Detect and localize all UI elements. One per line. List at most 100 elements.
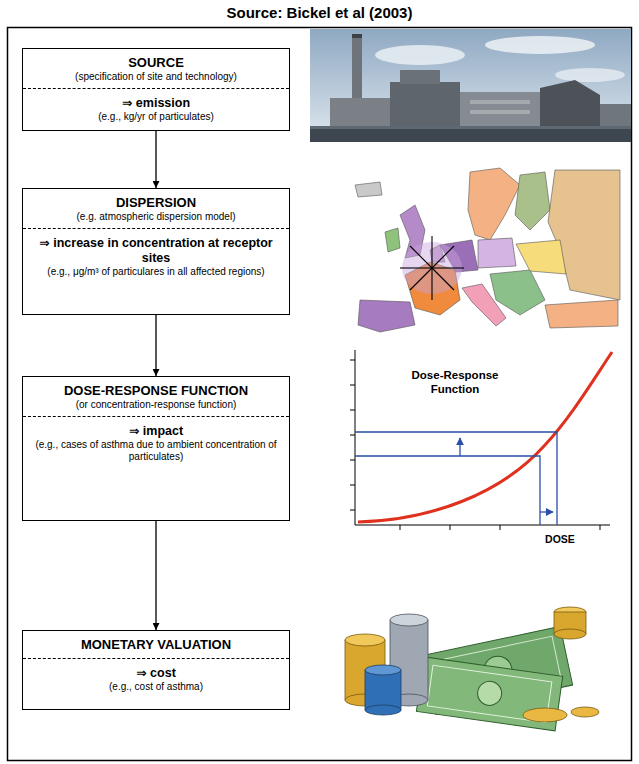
box-lower-part: ⇒ impact(e.g., cases of asthma due to am… bbox=[23, 416, 289, 520]
power-plant-photo-part bbox=[310, 29, 631, 142]
dose-response-chart-part bbox=[355, 525, 610, 526]
europe-map-part bbox=[432, 246, 454, 268]
dose-response-chart-part bbox=[350, 485, 355, 486]
europe-map-part bbox=[410, 268, 432, 290]
europe-map-part bbox=[515, 172, 550, 230]
process-box: SOURCE(specification of site and technol… bbox=[22, 48, 290, 131]
box-example: (e.g., cost of asthma) bbox=[31, 681, 281, 693]
title: Source: Bickel et al (2003) bbox=[0, 4, 639, 22]
dose-response-chart-part bbox=[350, 435, 355, 436]
europe-map-part bbox=[431, 236, 432, 268]
dose-response-chart-part bbox=[500, 525, 501, 530]
europe-map-part bbox=[400, 236, 464, 300]
power-plant-photo-part bbox=[470, 110, 530, 114]
box-example: (e.g., kg/yr of particulates) bbox=[31, 111, 281, 123]
money-picture-part bbox=[476, 680, 503, 707]
box-subtitle: (or concentration-response function) bbox=[31, 399, 281, 411]
dose-response-chart-part bbox=[540, 511, 553, 512]
box-example: (e.g., μg/m³ of particulares in all affe… bbox=[31, 266, 281, 278]
power-plant-photo-part bbox=[540, 80, 600, 128]
power-plant-photo-part bbox=[460, 92, 540, 128]
dose-response-chart-part bbox=[459, 438, 460, 456]
box-heading: MONETARY VALUATION bbox=[31, 637, 281, 653]
power-plant-photo-part bbox=[555, 68, 625, 82]
europe-map-part bbox=[432, 267, 464, 268]
dose-response-chart-part bbox=[350, 360, 600, 530]
dose-response-chart-part bbox=[350, 510, 355, 511]
power-plant-photo-part bbox=[390, 82, 460, 128]
power-plant-photo bbox=[310, 29, 631, 142]
process-box: MONETARY VALUATION ⇒ cost(e.g., cost of a… bbox=[22, 630, 290, 710]
europe-map-part bbox=[516, 240, 566, 274]
dose-response-chart-part bbox=[350, 410, 355, 411]
dose-response-chart-part bbox=[355, 432, 557, 525]
dose-response-chart-part bbox=[350, 385, 355, 386]
process-box: DOSE-RESPONSE FUNCTION(or concentration-… bbox=[22, 376, 290, 521]
dose-response-chart-part bbox=[600, 525, 601, 530]
chart-label: Dose-Response Function bbox=[400, 368, 510, 396]
money-picture-part bbox=[554, 629, 586, 639]
europe-map bbox=[355, 168, 620, 332]
europe-map-part bbox=[355, 182, 382, 197]
money-picture-part bbox=[390, 614, 428, 626]
dose-response-chart-part bbox=[355, 350, 356, 525]
money-picture bbox=[345, 607, 599, 731]
dose-response-chart bbox=[350, 350, 612, 530]
power-plant-photo-part bbox=[470, 100, 530, 104]
europe-map-part bbox=[548, 170, 620, 300]
flow-arrow bbox=[155, 521, 156, 630]
box-heading: SOURCE bbox=[31, 55, 281, 71]
box-output: ⇒ cost bbox=[31, 666, 281, 681]
europe-map-part bbox=[358, 300, 415, 332]
power-plant-photo-part bbox=[310, 126, 631, 142]
box-lower-part: ⇒ cost(e.g., cost of asthma) bbox=[23, 658, 289, 709]
dose-response-chart-part bbox=[450, 525, 451, 530]
dose-response-chart-part bbox=[400, 525, 401, 530]
box-output: ⇒ impact bbox=[31, 424, 281, 439]
process-box: DISPERSION(e.g. atmospheric dispersion m… bbox=[22, 188, 290, 315]
box-subtitle: (specification of site and technology) bbox=[31, 71, 281, 83]
money-picture-part bbox=[365, 665, 401, 675]
flow-arrow bbox=[155, 131, 156, 188]
box-output: ⇒ increase in concentration at receptor … bbox=[31, 236, 281, 266]
money-picture-part bbox=[345, 634, 385, 646]
box-heading: DOSE-RESPONSE FUNCTION bbox=[31, 383, 281, 399]
box-example: (e.g., cases of asthma due to ambient co… bbox=[31, 439, 281, 463]
dose-response-chart-part bbox=[350, 460, 355, 461]
power-plant-photo-part bbox=[352, 34, 362, 38]
box-upper-part: SOURCE(specification of site and technol… bbox=[23, 49, 289, 88]
europe-map-part bbox=[400, 267, 432, 268]
europe-map-part bbox=[385, 228, 400, 252]
dose-response-chart-part bbox=[350, 360, 355, 361]
money-picture-part bbox=[365, 705, 401, 715]
axis-label: DOSE bbox=[530, 533, 590, 546]
outer-frame bbox=[8, 28, 632, 761]
europe-map-part bbox=[431, 268, 432, 300]
box-lower-part: ⇒ emission(e.g., kg/yr of particulates) bbox=[23, 88, 289, 130]
flow-arrow bbox=[155, 315, 156, 376]
europe-map-part bbox=[468, 168, 520, 240]
power-plant-photo-part bbox=[485, 36, 595, 54]
power-plant-photo-part bbox=[400, 70, 440, 84]
box-upper-part: MONETARY VALUATION bbox=[23, 631, 289, 658]
box-upper-part: DISPERSION(e.g. atmospheric dispersion m… bbox=[23, 189, 289, 228]
dose-response-chart-part bbox=[358, 352, 612, 522]
power-plant-photo-part bbox=[330, 98, 390, 128]
europe-map-part bbox=[545, 300, 618, 328]
power-plant-photo-part bbox=[310, 126, 631, 129]
box-heading: DISPERSION bbox=[31, 195, 281, 211]
money-picture-part bbox=[345, 607, 599, 722]
europe-map-part bbox=[478, 238, 516, 268]
dose-response-chart-part bbox=[355, 432, 557, 525]
box-upper-part: DOSE-RESPONSE FUNCTION(or concentration-… bbox=[23, 377, 289, 416]
europe-map-part bbox=[410, 246, 432, 268]
power-plant-photo-part bbox=[600, 104, 631, 128]
box-subtitle: (e.g. atmospheric dispersion model) bbox=[31, 211, 281, 223]
europe-map-part bbox=[490, 270, 545, 315]
money-picture-part bbox=[523, 708, 567, 722]
europe-map-part bbox=[432, 268, 454, 290]
money-picture-part bbox=[571, 707, 599, 717]
